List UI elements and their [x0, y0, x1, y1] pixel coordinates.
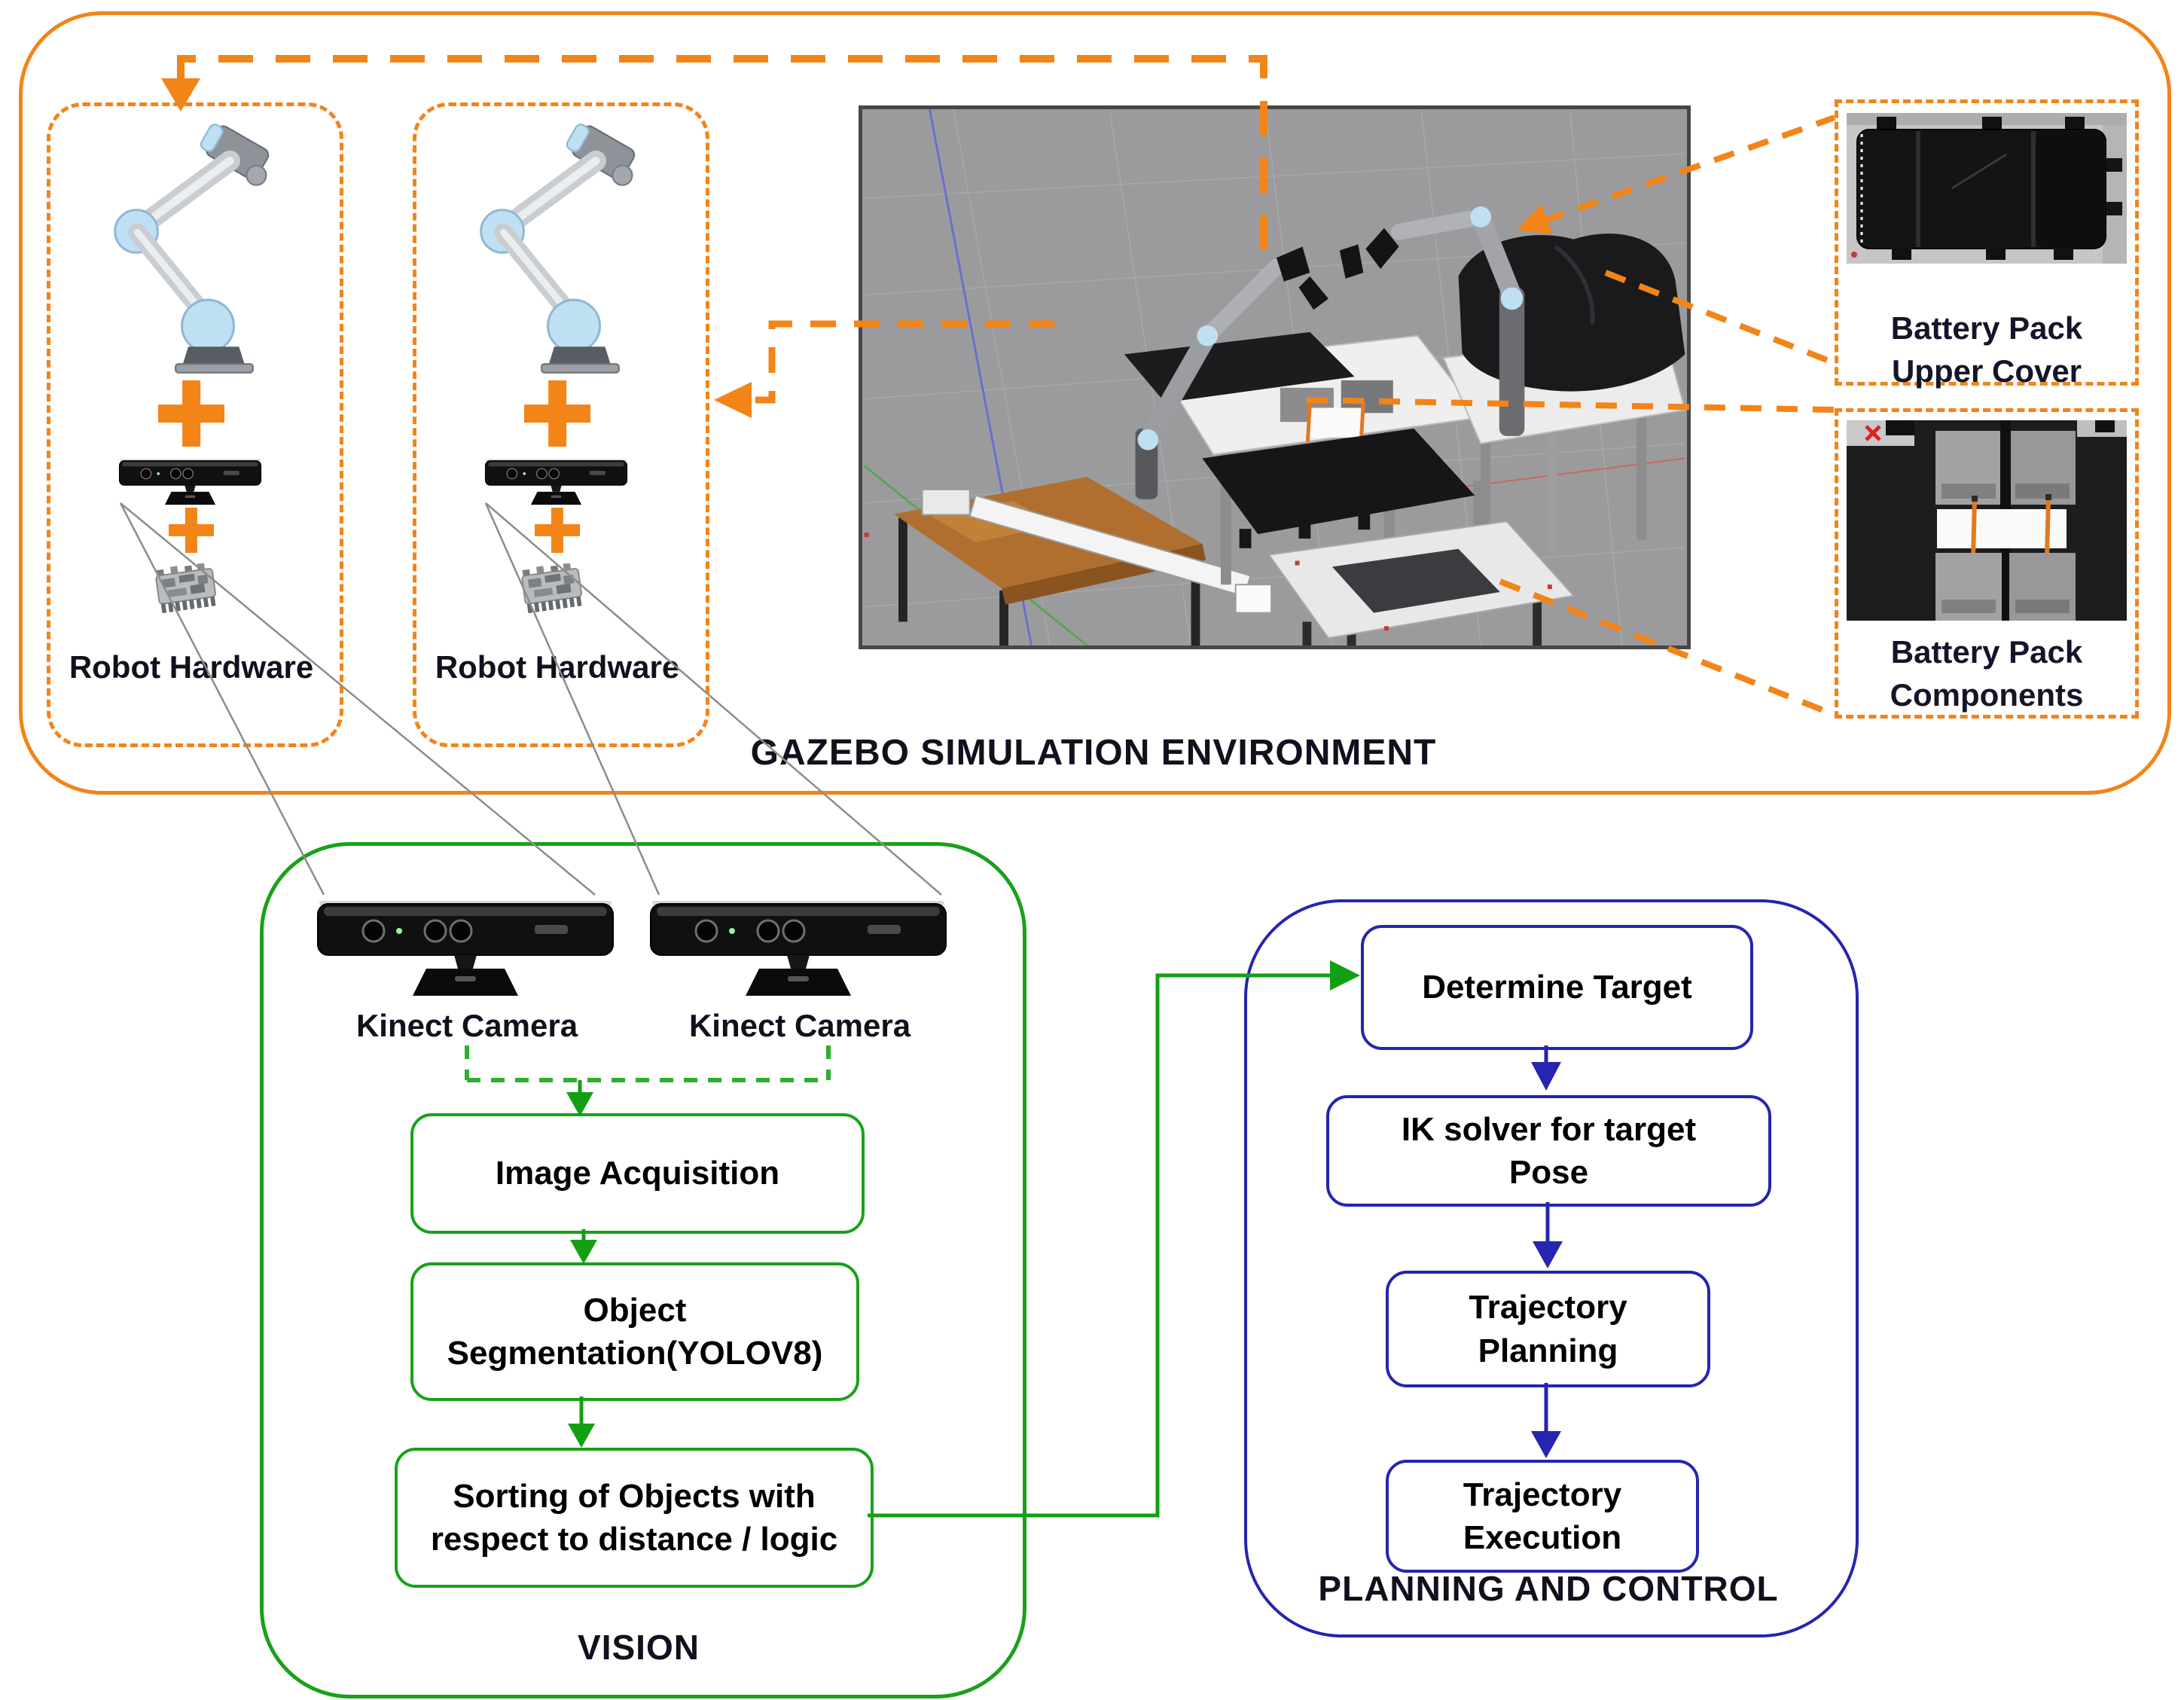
- controller-chip-icon: [519, 563, 587, 613]
- kinect-camera-icon: [315, 889, 616, 1002]
- kinect-camera-icon: [648, 889, 949, 1002]
- object-segmentation-box: Object Segmentation(YOLOV8): [410, 1262, 859, 1401]
- battery-upper-cover-label: Battery Pack Upper Cover: [1890, 310, 2083, 389]
- plus-icon: [158, 380, 224, 447]
- simulation-scene: [863, 109, 1686, 646]
- planning-control-title: PLANNING AND CONTROL: [1318, 1569, 1779, 1608]
- step-label: Image Acquisition: [495, 1155, 780, 1192]
- kinect-camera-label-2: Kinect Camera: [688, 1008, 911, 1043]
- step-label: respect to distance / logic: [430, 1521, 838, 1558]
- controller-chip-icon: [153, 563, 221, 613]
- step-label: Segmentation(YOLOV8): [447, 1335, 823, 1372]
- ik-solver-box: IK solver for target Pose: [1326, 1095, 1771, 1207]
- battery-upper-cover-box: [1835, 99, 2139, 386]
- battery-pack-upper-cover-image: [1847, 113, 2127, 264]
- step-label: Execution: [1463, 1519, 1622, 1556]
- battery-components-box: [1835, 408, 2139, 719]
- gazebo-environment-container: [19, 11, 2171, 795]
- kinect-camera-icon: [113, 453, 267, 508]
- step-label: Pose: [1508, 1154, 1589, 1191]
- sorting-objects-box: Sorting of Objects with respect to dista…: [395, 1448, 874, 1588]
- step-label: Trajectory: [1469, 1289, 1627, 1326]
- sim-tray-fixture: [864, 520, 1575, 646]
- gazebo-environment-title: GAZEBO SIMULATION ENVIRONMENT: [750, 733, 1437, 773]
- determine-target-box: Determine Target: [1361, 925, 1753, 1050]
- plus-icon: [535, 508, 580, 553]
- step-label: Object: [583, 1291, 687, 1329]
- robot-hardware-label-1: Robot Hardware: [69, 649, 314, 685]
- gazebo-simulation-screenshot: [859, 105, 1691, 649]
- step-label: Trajectory: [1463, 1476, 1622, 1513]
- kinect-camera-label-1: Kinect Camera: [355, 1008, 578, 1043]
- plus-icon: [524, 380, 590, 447]
- kinect-camera-icon: [479, 453, 633, 508]
- battery-pack-components-image: [1847, 420, 2127, 621]
- robot-hardware-label-2: Robot Hardware: [435, 649, 680, 685]
- robot-arm-icon: [75, 121, 301, 392]
- trajectory-planning-box: Trajectory Planning: [1386, 1271, 1710, 1387]
- step-label: Sorting of Objects with: [453, 1477, 816, 1515]
- step-label: Planning: [1478, 1332, 1618, 1369]
- vision-title: VISION: [578, 1628, 700, 1667]
- robot-arm-icon: [441, 121, 667, 392]
- image-acquisition-box: Image Acquisition: [410, 1113, 865, 1234]
- step-label: IK solver for target: [1401, 1110, 1697, 1148]
- battery-components-label: Battery Pack Components: [1890, 634, 2084, 713]
- plus-icon: [169, 508, 214, 553]
- step-label: Determine Target: [1422, 969, 1692, 1006]
- trajectory-execution-box: Trajectory Execution: [1386, 1460, 1699, 1573]
- sim-robot-arm-left: [1135, 246, 1328, 499]
